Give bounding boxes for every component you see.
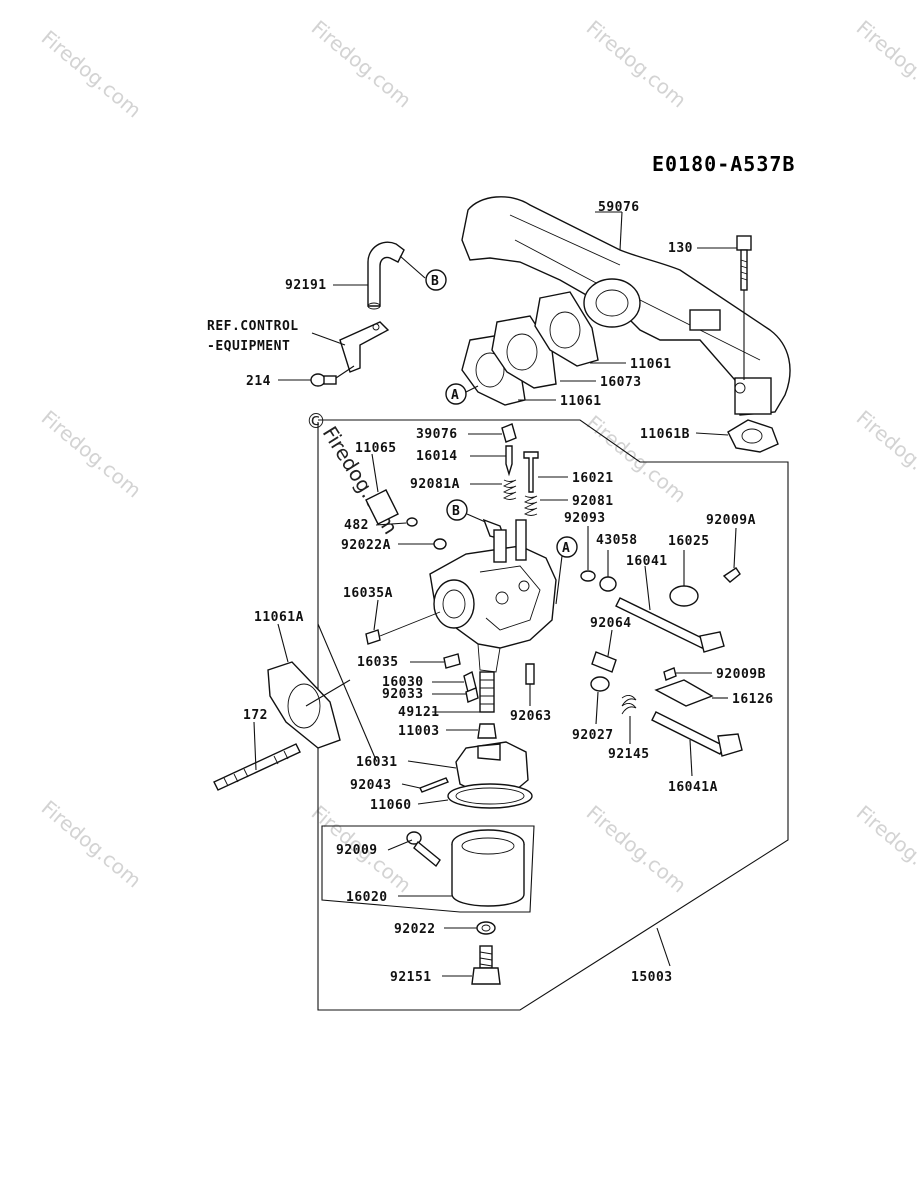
bolt-130 xyxy=(736,235,752,291)
stud-172 xyxy=(213,743,301,791)
part-label: 16014 xyxy=(416,449,458,464)
watermark: Firedog.com xyxy=(852,15,917,112)
part-label: 92009A xyxy=(706,513,756,528)
screw-92009 xyxy=(406,831,441,868)
watermark: Firedog.com xyxy=(307,15,416,112)
part-label: 16073 xyxy=(600,375,642,390)
part-label: 92064 xyxy=(590,616,632,631)
bowl-frame xyxy=(321,825,535,913)
watermark: Firedog.com xyxy=(582,15,691,112)
watermark: Firedog.com xyxy=(582,800,691,897)
part-label: 11060 xyxy=(370,798,412,813)
part-label: 92151 xyxy=(390,970,432,985)
part-label: 92009 xyxy=(336,843,378,858)
part-label: 16126 xyxy=(732,692,774,707)
float-16031 xyxy=(455,741,529,793)
part-label: 92081 xyxy=(572,494,614,509)
part-label: 16035 xyxy=(357,655,399,670)
watermark: Firedog.com xyxy=(37,405,146,502)
part-label: 92022 xyxy=(394,922,436,937)
part-label: 214 xyxy=(246,374,271,389)
callout-b: B xyxy=(452,504,460,519)
assembly-frame xyxy=(317,419,789,1011)
part-label: 16031 xyxy=(356,755,398,770)
part-label: 11061 xyxy=(560,394,602,409)
copyright-symbol: © xyxy=(306,409,326,433)
shaft-16041a xyxy=(651,711,743,757)
part-label: 16041A xyxy=(668,780,718,795)
gasket-11061a xyxy=(267,661,341,749)
part-label: 16025 xyxy=(668,534,710,549)
sleeve-11065 xyxy=(365,489,418,527)
bracket xyxy=(339,321,390,373)
ref-note-line2: -EQUIPMENT xyxy=(207,339,290,354)
part-label: 92145 xyxy=(608,747,650,762)
part-label: 92093 xyxy=(564,511,606,526)
diagram-code: E0180-A537B xyxy=(652,152,795,176)
carburetor-body xyxy=(429,519,557,673)
part-label: 130 xyxy=(668,241,693,256)
callout-a: A xyxy=(562,541,570,556)
part-label: 16020 xyxy=(346,890,388,905)
part-label: 39076 xyxy=(416,427,458,442)
watermark: Firedog.com xyxy=(37,25,146,122)
bowl-16020 xyxy=(451,829,525,907)
part-label: 92063 xyxy=(510,709,552,724)
part-label: 11061A xyxy=(254,610,304,625)
ref-note-line1: REF.CONTROL xyxy=(207,319,299,334)
part-label: 16035A xyxy=(343,586,393,601)
part-label: 15003 xyxy=(631,970,673,985)
part-label: 92043 xyxy=(350,778,392,793)
part-label: 11061B xyxy=(640,427,690,442)
bolt-92151 xyxy=(471,945,501,985)
screw-214 xyxy=(310,373,337,387)
watermark: Firedog.com xyxy=(37,795,146,892)
part-label: 11061 xyxy=(630,357,672,372)
part-label: 16041 xyxy=(626,554,668,569)
part-label: 172 xyxy=(243,708,268,723)
callout-b: B xyxy=(431,274,439,289)
part-label: 92027 xyxy=(572,728,614,743)
manifold-part xyxy=(461,196,791,416)
part-label: 92009B xyxy=(716,667,766,682)
part-label: 92033 xyxy=(382,687,424,702)
watermark: Firedog.com xyxy=(852,800,917,897)
part-label: 92022A xyxy=(341,538,391,553)
part-label: 482 xyxy=(344,518,369,533)
part-label: 16021 xyxy=(572,471,614,486)
part-label: 43058 xyxy=(596,533,638,548)
shaft-16041 xyxy=(615,597,725,653)
part-label: 92081A xyxy=(410,477,460,492)
callout-a: A xyxy=(451,388,459,403)
part-label: 16030 xyxy=(382,675,424,690)
part-label: 59076 xyxy=(598,200,640,215)
hose-92191 xyxy=(367,241,405,310)
part-label: 11003 xyxy=(398,724,440,739)
part-label: 92191 xyxy=(285,278,327,293)
part-label: 49121 xyxy=(398,705,440,720)
watermark: Firedog.com xyxy=(852,405,917,502)
gaskets xyxy=(461,291,599,406)
part-label: 11065 xyxy=(355,441,397,456)
gasket-11061b xyxy=(727,419,779,453)
